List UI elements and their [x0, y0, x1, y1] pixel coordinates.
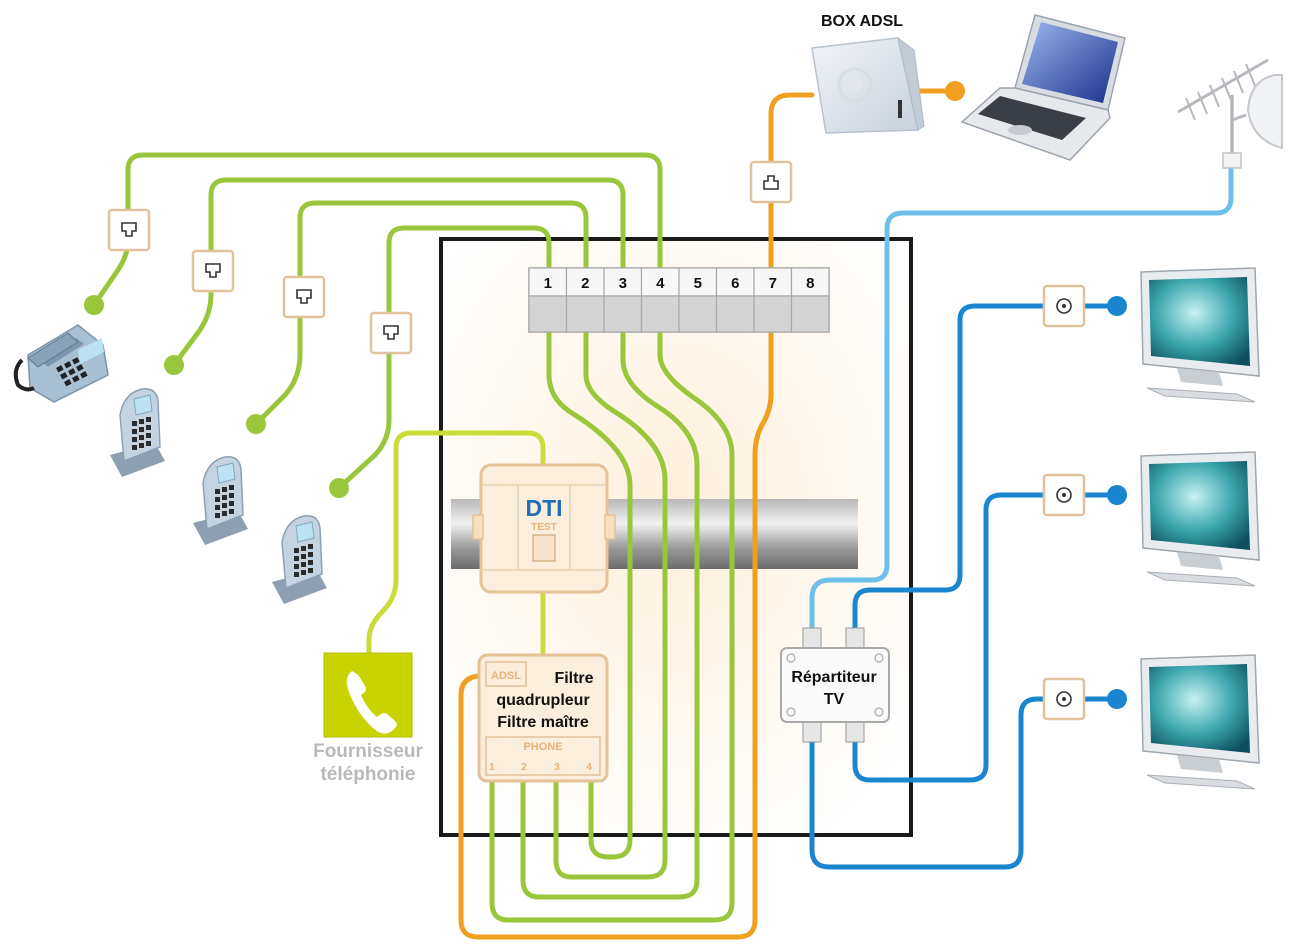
cable-terminal-2-to-port-2	[553, 329, 668, 880]
cable-splitter-to-tv-3	[809, 696, 1047, 870]
cable-splitter-to-tv-1	[852, 303, 1047, 635]
tv-icon	[1140, 267, 1260, 403]
filter-port-2: 2	[521, 762, 527, 773]
cordless-phone-icon	[193, 456, 248, 545]
cable-terminal-2-handset-2	[253, 200, 589, 427]
desk-phone-icon	[13, 324, 109, 403]
endpoint-dot	[164, 355, 184, 375]
terminal-1: 1	[528, 267, 568, 333]
terminal-number: 5	[694, 275, 702, 292]
cable-terminal-4-to-port-4	[489, 329, 735, 923]
terminal-number: 4	[656, 275, 665, 292]
dti-label: DTI	[525, 495, 562, 521]
rj45-sockets	[107, 160, 793, 355]
endpoint-dot	[1107, 485, 1127, 505]
endpoint-dot	[246, 414, 266, 434]
filter-port-4: 4	[586, 762, 592, 773]
provider-label-line2: téléphonie	[320, 764, 415, 785]
phone-cables	[91, 152, 735, 923]
rj45-socket-icon	[749, 160, 793, 204]
cable-terminal-3-handset-1	[171, 177, 626, 368]
filter-title-line1: Filtre	[554, 670, 593, 687]
terminal-number: 2	[581, 275, 589, 292]
laptop-icon	[960, 14, 1126, 161]
terminal-8: 8	[790, 267, 830, 333]
terminal-number: 6	[731, 275, 739, 292]
cable-terminal-7-to-adsl-filter	[458, 329, 774, 940]
box-adsl-label: BOX ADSL	[821, 13, 903, 30]
phone-provider: Fournisseur téléphonie	[313, 652, 423, 785]
tv-icon	[1140, 451, 1260, 587]
coax-socket-icon	[1042, 677, 1086, 721]
adsl-box: BOX ADSL	[811, 13, 925, 134]
endpoint-dot	[945, 81, 965, 101]
rj45-socket-icon	[191, 249, 235, 293]
filter-phone-label: PHONE	[523, 741, 562, 753]
coax-socket-icon	[1042, 473, 1086, 517]
filter-port-3: 3	[554, 762, 560, 773]
coax-socket-icon	[1042, 284, 1086, 328]
coax-sockets	[1042, 284, 1086, 721]
filter-port-1: 1	[489, 762, 495, 773]
splitter-label-line1: Répartiteur	[791, 669, 876, 686]
cordless-phone-icon	[110, 388, 165, 477]
handset-icon	[323, 652, 413, 738]
terminal-7: 7	[753, 267, 793, 333]
tv-splitter: Répartiteur TV	[780, 627, 890, 743]
rj45-socket-icon	[107, 208, 151, 252]
cable-terminal-1-to-port-1	[546, 329, 633, 860]
terminal-6: 6	[715, 267, 755, 333]
dti-test-port	[532, 534, 556, 562]
cable-terminal-3-to-port-3	[520, 329, 700, 900]
terminal-5: 5	[678, 267, 718, 333]
terminal-2: 2	[565, 267, 605, 333]
endpoint-dot	[329, 478, 349, 498]
dti-test-label: TEST	[531, 522, 557, 533]
filter-title-line3: Filtre maître	[497, 714, 589, 731]
terminal-number: 3	[619, 275, 627, 292]
terminal-4: 4	[640, 267, 680, 333]
antenna-icon	[1177, 58, 1283, 169]
provider-cable	[366, 430, 546, 658]
cables	[91, 88, 1234, 940]
cable-terminal-4-desk-phone	[91, 152, 663, 308]
splitter-label-line2: TV	[824, 691, 845, 708]
dti-module: DTI TEST	[472, 463, 616, 594]
cable-splitter-to-tv-2	[852, 492, 1047, 783]
adsl-box-icon	[811, 36, 925, 134]
cable-box-to-terminal-7	[768, 92, 815, 275]
terminal-number: 7	[769, 275, 777, 292]
tv-cables	[809, 303, 1120, 870]
provider-label-line1: Fournisseur	[313, 741, 423, 762]
terminal-3: 3	[603, 267, 643, 333]
endpoint-dot	[1107, 689, 1127, 709]
terminal-number: 8	[806, 275, 814, 292]
terminal-block: 1 2 3 4 5 6 7 8	[528, 267, 830, 333]
cable-end-dots	[84, 81, 1127, 709]
master-filter: ADSL Filtre quadrupleur Filtre maître PH…	[477, 653, 609, 783]
endpoint-dot	[1107, 296, 1127, 316]
endpoint-dot	[84, 295, 104, 315]
filter-title-line2: quadrupleur	[496, 692, 589, 709]
cordless-phone-icon	[272, 515, 327, 604]
rj45-socket-icon	[369, 311, 413, 355]
filter-adsl-label: ADSL	[491, 670, 521, 682]
rj45-socket-icon	[282, 275, 326, 319]
antenna-cable	[809, 165, 1234, 635]
terminal-number: 1	[544, 275, 552, 292]
tv-icon	[1140, 654, 1260, 790]
cable-terminal-1-handset-3	[336, 225, 552, 491]
